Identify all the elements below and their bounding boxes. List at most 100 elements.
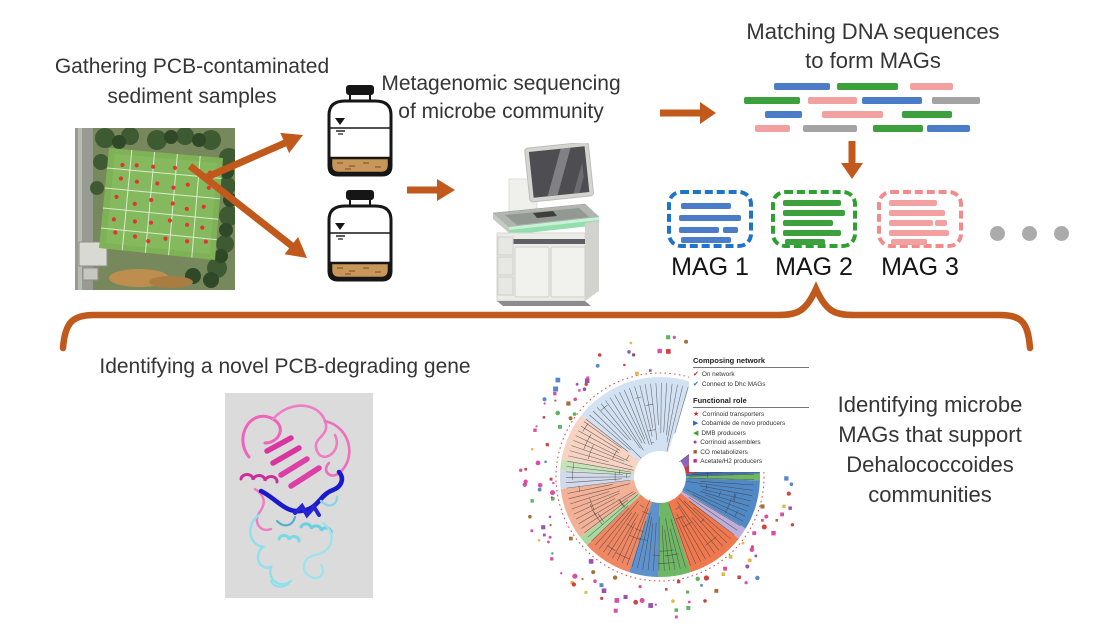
legend-item-label: CO metabolizers bbox=[700, 448, 748, 456]
legend-item: ✔On network bbox=[693, 371, 809, 378]
square-icon: ■ bbox=[693, 448, 698, 456]
square-icon: ■ bbox=[693, 458, 698, 465]
legend-item-label: Connect to Dhc MAGs bbox=[701, 380, 766, 388]
dna-fragment bbox=[862, 97, 922, 104]
mag-box bbox=[667, 190, 753, 248]
bottom-right-title-line1: Identifying microbe bbox=[837, 392, 1023, 417]
circle-icon: ● bbox=[693, 439, 698, 446]
mag-contig-bar bbox=[783, 220, 833, 226]
mag-contig-bar bbox=[783, 200, 841, 206]
dna-fragment bbox=[808, 97, 857, 104]
arrow-bottles-to-sequencer bbox=[407, 179, 455, 201]
legend-network-header: Composing network bbox=[693, 356, 809, 368]
mag-contig-bar bbox=[679, 227, 719, 233]
dna-fragment bbox=[910, 83, 953, 90]
bottom-right-title-line4: communities bbox=[868, 482, 992, 507]
mag-group-1: MAG 1 bbox=[666, 190, 754, 282]
step1-title: Gathering PCB-contaminated sediment samp… bbox=[47, 52, 337, 112]
protein-structure-image bbox=[225, 393, 373, 598]
mag-label: MAG 1 bbox=[671, 253, 749, 281]
step2-title: Metagenomic sequencing of microbe commun… bbox=[371, 70, 631, 126]
sampling-site-aerial-photo bbox=[75, 128, 235, 290]
mag-contig-bar bbox=[889, 200, 937, 206]
serum-bottle-icon bbox=[327, 190, 393, 282]
mag-label: MAG 3 bbox=[881, 253, 959, 281]
check-icon: ✔ bbox=[693, 380, 699, 388]
legend-item: ✔Connect to Dhc MAGs bbox=[693, 381, 809, 388]
step1-title-line2: sediment samples bbox=[107, 85, 277, 108]
dna-fragment bbox=[932, 97, 980, 104]
mag-group-3: MAG 3 bbox=[876, 190, 964, 282]
mag-contig-bar bbox=[889, 220, 933, 226]
mag-contig-bar bbox=[681, 203, 731, 209]
mag-contig-bar bbox=[889, 230, 949, 236]
arrow-fragments-to-mags bbox=[841, 141, 863, 179]
dna-fragment bbox=[755, 125, 790, 132]
legend-role-items: ★Corrinoid transporters▶Cobamide de novo… bbox=[693, 411, 809, 466]
bottom-right-title-line3: Dehalococcoides bbox=[846, 452, 1014, 477]
star-icon: ★ bbox=[693, 410, 700, 418]
legend-item: ■Acetate/H2 producers bbox=[693, 458, 809, 465]
legend-item-label: Cobamide de novo producers bbox=[701, 420, 786, 427]
dna-fragment bbox=[873, 125, 923, 132]
step3-title-line1: Matching DNA sequences bbox=[746, 19, 1000, 44]
mag-contig-bar bbox=[783, 230, 841, 236]
mag-contig-bar bbox=[679, 215, 741, 221]
tri-left-icon: ◀ bbox=[693, 429, 699, 437]
tree-legend: Composing network ✔On network✔Connect to… bbox=[689, 353, 813, 472]
water-level-icon bbox=[335, 118, 345, 125]
mag-contig-bar bbox=[783, 210, 845, 216]
serum-bottle-icon bbox=[327, 85, 393, 177]
monitor bbox=[524, 143, 594, 203]
legend-item: ▶Cobamide de novo producers bbox=[693, 420, 809, 427]
water-level-icon bbox=[335, 223, 345, 230]
mag-contig-bar bbox=[723, 227, 738, 233]
legend-item-label: Corrinoid assemblers bbox=[700, 439, 761, 446]
legend-item-label: DMB producers bbox=[701, 429, 746, 437]
step3-title: Matching DNA sequences to form MAGs bbox=[733, 17, 1013, 75]
more-mags-ellipsis bbox=[990, 226, 1069, 241]
step1-title-line1: Gathering PCB-contaminated bbox=[54, 55, 330, 78]
mag-contig-bar bbox=[891, 239, 927, 245]
bottom-right-title-line2: MAGs that support bbox=[838, 422, 1022, 447]
dna-fragment bbox=[774, 83, 830, 90]
dna-fragment bbox=[765, 111, 802, 118]
mag-group-2: MAG 2 bbox=[770, 190, 858, 282]
legend-item: ★Corrinoid transporters bbox=[693, 411, 809, 418]
dna-fragment bbox=[837, 83, 898, 90]
mag-contig-bar bbox=[935, 220, 947, 226]
dna-fragment bbox=[902, 111, 952, 118]
dna-fragment bbox=[822, 111, 883, 118]
legend-item: ●Corrinoid assemblers bbox=[693, 439, 809, 446]
bottom-right-title: Identifying microbe MAGs that support De… bbox=[825, 390, 1035, 510]
bottom-left-title: Identifying a novel PCB-degrading gene bbox=[99, 355, 471, 378]
mag-label: MAG 2 bbox=[775, 253, 853, 281]
legend-item: ■CO metabolizers bbox=[693, 449, 809, 456]
mag-box bbox=[771, 190, 857, 248]
legend-item-label: On network bbox=[701, 371, 735, 378]
sediment-layer bbox=[329, 156, 391, 175]
ellipsis-dot bbox=[1022, 226, 1037, 241]
legend-item: ◀DMB producers bbox=[693, 430, 809, 437]
dna-fragment bbox=[927, 125, 970, 132]
mag-contig-bar bbox=[889, 210, 945, 216]
ellipsis-dot bbox=[990, 226, 1005, 241]
dna-fragment bbox=[744, 97, 800, 104]
legend-role-header: Functional role bbox=[693, 396, 809, 408]
step3-title-line2: to form MAGs bbox=[805, 48, 941, 73]
legend-item-label: Corrinoid transporters bbox=[702, 410, 765, 418]
check-icon: ✔ bbox=[693, 371, 699, 378]
ellipsis-dot bbox=[1054, 226, 1069, 241]
step2-title-line2: of microbe community bbox=[398, 100, 604, 123]
dna-fragment bbox=[803, 125, 857, 132]
legend-network-items: ✔On network✔Connect to Dhc MAGs bbox=[693, 371, 809, 388]
sediment-layer bbox=[329, 261, 391, 280]
mag-box bbox=[877, 190, 963, 248]
mag-contig-bar bbox=[785, 239, 825, 245]
sequencer-machine-image bbox=[492, 143, 600, 306]
step2-title-line1: Metagenomic sequencing bbox=[381, 72, 621, 95]
mag-contig-bar bbox=[681, 237, 731, 243]
tri-right-icon: ▶ bbox=[693, 420, 699, 427]
arrow-sequencer-to-fragments bbox=[660, 102, 716, 124]
